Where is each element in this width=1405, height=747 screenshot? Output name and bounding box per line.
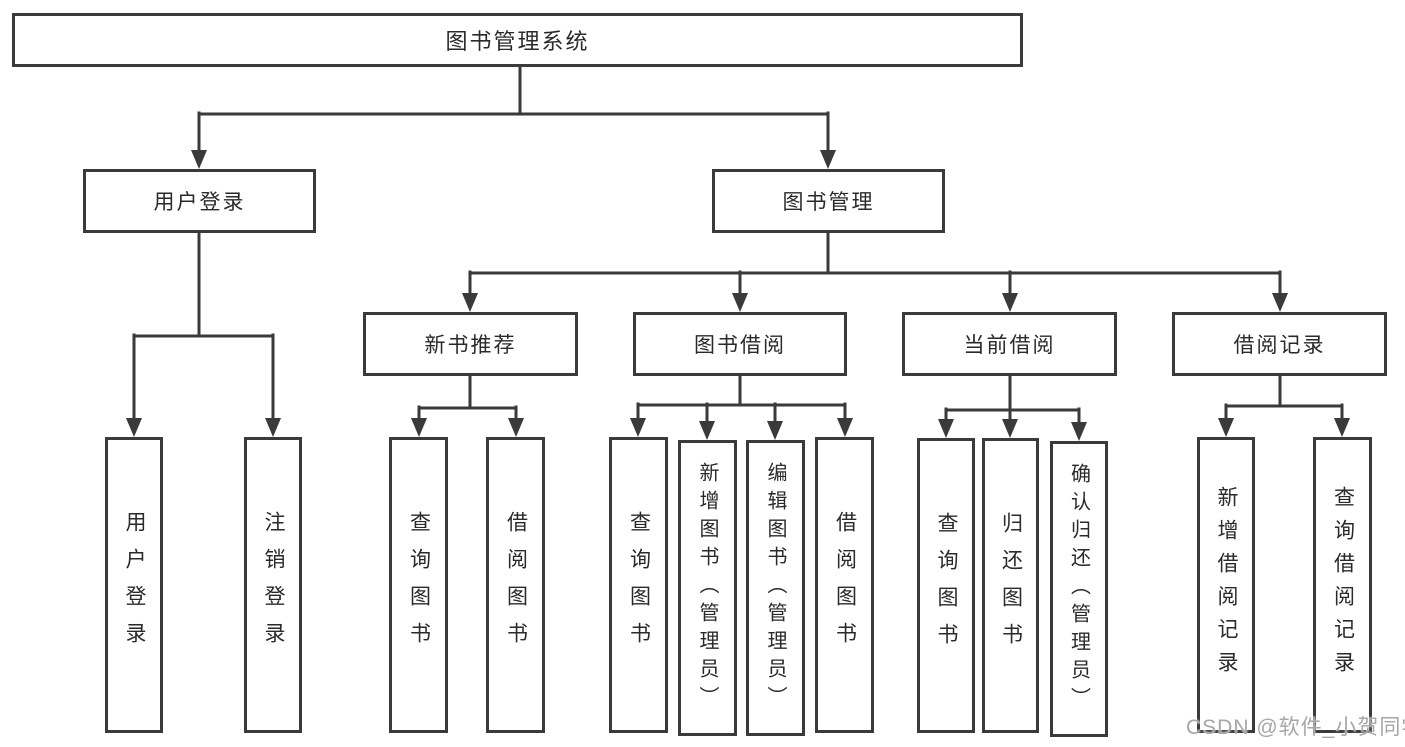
node-new-book-rec-label: 新书推荐: [424, 334, 517, 357]
connector-current-borrow: [938, 373, 1087, 441]
node-root-system: 图书管理系统: [12, 13, 1023, 67]
leaf-user-login: 用户登录: [105, 437, 163, 733]
leaf-current-query-label: 查询图书: [935, 511, 958, 660]
leaf-current-return: 归还图书: [982, 438, 1039, 733]
leaf-borrow-edit-label: 编辑图书（管理员）: [764, 462, 786, 714]
leaf-record-add: 新增借阅记录: [1197, 437, 1255, 733]
connector-borrow-record: [1218, 373, 1350, 437]
leaf-record-query-label: 查询借阅记录: [1331, 486, 1355, 684]
node-root-label: 图书管理系统: [445, 29, 590, 54]
leaf-logout: 注销登录: [244, 437, 302, 733]
node-current-borrow-label: 当前借阅: [963, 334, 1056, 357]
leaf-newbook-query: 查询图书: [389, 437, 448, 733]
leaf-borrow-book-label: 借阅图书: [833, 511, 857, 659]
leaf-borrow-query: 查询图书: [609, 437, 668, 733]
leaf-borrow-book: 借阅图书: [815, 437, 874, 733]
leaf-user-login-label: 用户登录: [123, 511, 146, 659]
node-borrow-record: 借阅记录: [1172, 312, 1387, 376]
leaf-logout-label: 注销登录: [262, 511, 285, 659]
connector-new-book: [411, 373, 524, 437]
node-borrow-record-label: 借阅记录: [1233, 334, 1326, 357]
leaf-record-add-label: 新增借阅记录: [1215, 486, 1238, 684]
leaf-current-confirm: 确认归还（管理员）: [1050, 441, 1108, 737]
connector-book-mgmt: [462, 230, 1288, 312]
watermark: CSDN @软件_小贺同学: [1186, 716, 1405, 739]
node-book-mgmt: 图书管理: [712, 169, 945, 233]
leaf-current-confirm-label: 确认归还（管理员）: [1067, 463, 1090, 715]
node-book-borrow: 图书借阅: [633, 312, 847, 376]
connector-book-borrow: [630, 373, 853, 440]
connector-user-login: [126, 230, 281, 437]
leaf-newbook-query-label: 查询图书: [407, 511, 431, 659]
node-user-login-label: 用户登录: [153, 191, 246, 214]
leaf-borrow-add-label: 新增图书（管理员）: [696, 462, 718, 714]
leaf-current-return-label: 归还图书: [999, 511, 1023, 660]
leaf-current-query: 查询图书: [917, 438, 975, 733]
node-user-login: 用户登录: [83, 169, 316, 233]
leaf-borrow-query-label: 查询图书: [627, 511, 651, 659]
leaf-newbook-borrow-label: 借阅图书: [504, 511, 528, 659]
leaf-borrow-edit: 编辑图书（管理员）: [746, 440, 805, 736]
connector-root: [191, 64, 836, 169]
leaf-record-query: 查询借阅记录: [1313, 437, 1372, 733]
node-current-borrow: 当前借阅: [902, 312, 1117, 376]
node-new-book-rec: 新书推荐: [363, 312, 578, 376]
node-book-borrow-label: 图书借阅: [694, 334, 786, 357]
leaf-borrow-add: 新增图书（管理员）: [678, 440, 737, 736]
node-book-mgmt-label: 图书管理: [782, 191, 875, 214]
leaf-newbook-borrow: 借阅图书: [486, 437, 545, 733]
